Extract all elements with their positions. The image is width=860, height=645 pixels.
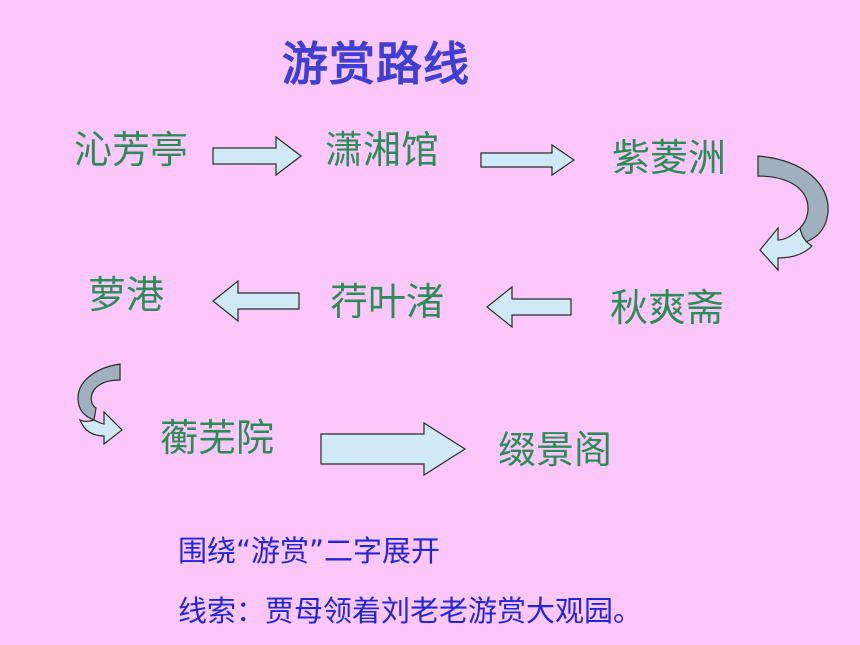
clue-note: 线索：贾母领着刘老老游赏大观园。 — [178, 594, 643, 628]
page-title: 游赏路线 — [282, 37, 470, 91]
node-qinfangting: 沁芳亭 — [74, 128, 189, 172]
curved-arrow-down-icon — [77, 363, 123, 446]
node-luogang: 萝港 — [88, 273, 165, 317]
node-hengwu-yuan: 蘅芜院 — [160, 416, 275, 460]
arrow-right-icon — [320, 421, 467, 477]
node-xiaoxiangguan: 潇湘馆 — [325, 128, 440, 172]
node-zhuijin-ge: 缀景阁 — [498, 428, 613, 472]
arrow-left-icon — [212, 279, 300, 323]
node-ziling-zhou: 紫菱洲 — [612, 136, 727, 180]
arrow-right-icon — [212, 135, 302, 177]
node-qiushuang-zhai: 秋爽斋 — [610, 286, 725, 330]
arrow-right-icon — [480, 143, 576, 177]
theme-note: 围绕“游赏”二字展开 — [178, 534, 441, 568]
node-ouxiang-xie: 荇叶渚 — [330, 280, 445, 324]
arrow-left-icon — [486, 285, 572, 329]
curved-arrow-down-icon — [757, 155, 829, 272]
